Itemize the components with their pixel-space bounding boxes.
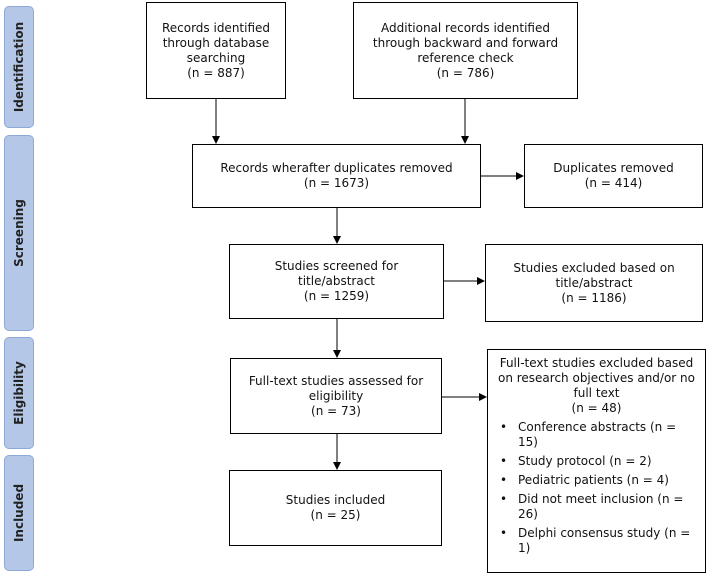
exclusion-reason: Did not meet inclusion (n = 26) bbox=[500, 492, 697, 522]
exclusion-reason: Delphi consensus study (n = 1) bbox=[500, 526, 697, 556]
box-database-records: Records identified through database sear… bbox=[146, 2, 286, 99]
box-additional-records: Additional records identified through ba… bbox=[353, 2, 578, 99]
exclusion-reason: Study protocol (n = 2) bbox=[500, 454, 697, 469]
box-duplicates-removed: Duplicates removed (n = 414) bbox=[524, 144, 703, 208]
box-after-duplicates: Records wherafter duplicates removed (n … bbox=[192, 144, 481, 208]
fulltext-excluded-label: Full-text studies excluded based on rese… bbox=[497, 356, 695, 400]
exclusion-reason: Pediatric patients (n = 4) bbox=[500, 473, 697, 488]
box-screened-label: Studies screened for title/abstract bbox=[274, 259, 399, 288]
exclusion-reason: Conference abstracts (n = 15) bbox=[500, 420, 697, 450]
box-additional-count: (n = 786) bbox=[436, 65, 495, 80]
box-duplicates-label: Duplicates removed bbox=[553, 161, 674, 175]
box-fulltext-assessed: Full-text studies assessed for eligibili… bbox=[230, 358, 442, 434]
phase-screening: Screening bbox=[4, 135, 34, 331]
box-after-duplicates-label: Records wherafter duplicates removed bbox=[220, 161, 453, 175]
box-screened-count: (n = 1259) bbox=[303, 289, 370, 303]
box-fulltext-count: (n = 73) bbox=[311, 403, 361, 418]
fulltext-excluded-count: (n = 48) bbox=[571, 401, 622, 415]
box-fulltext-excluded: Full-text studies excluded based on rese… bbox=[487, 349, 706, 573]
phase-included: Included bbox=[4, 455, 34, 571]
box-excluded-title-count: (n = 1186) bbox=[561, 290, 627, 305]
box-studies-included: Studies included (n = 25) bbox=[229, 470, 442, 546]
phase-identification: Identification bbox=[4, 6, 34, 128]
fulltext-excluded-header: Full-text studies excluded based on rese… bbox=[496, 356, 697, 416]
box-additional-label: Additional records identified through ba… bbox=[372, 20, 559, 65]
box-included-count: (n = 25) bbox=[310, 508, 361, 522]
box-database-label: Records identified through database sear… bbox=[161, 20, 271, 65]
box-included-label: Studies included bbox=[285, 493, 386, 507]
box-screened: Studies screened for title/abstract (n =… bbox=[229, 244, 444, 319]
box-excluded-title-abstract: Studies excluded based on title/abstract… bbox=[485, 244, 703, 322]
box-fulltext-label: Full-text studies assessed for eligibili… bbox=[248, 373, 424, 403]
box-after-duplicates-count: (n = 1673) bbox=[303, 176, 370, 190]
exclusion-reason-list: Conference abstracts (n = 15) Study prot… bbox=[496, 420, 697, 556]
box-duplicates-count: (n = 414) bbox=[584, 176, 643, 190]
phase-eligibility: Eligibility bbox=[4, 337, 34, 449]
box-database-count: (n = 887) bbox=[187, 65, 245, 80]
box-excluded-title-label: Studies excluded based on title/abstract bbox=[513, 260, 675, 290]
